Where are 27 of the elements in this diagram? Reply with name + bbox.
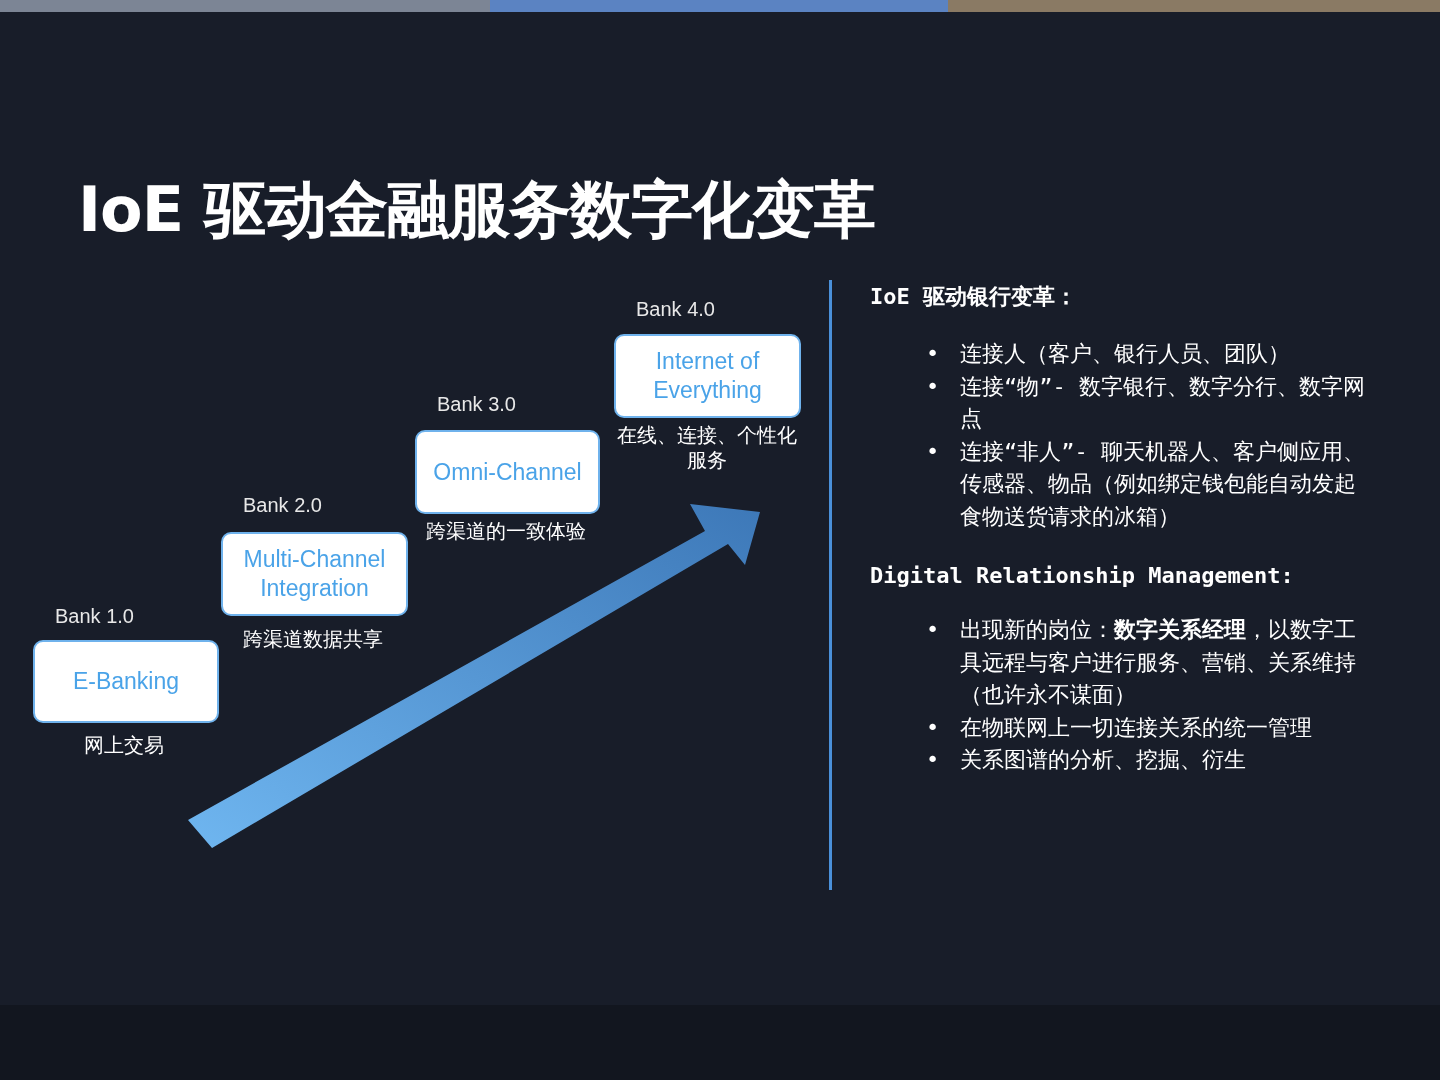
stage-box: Omni-Channel [415,430,600,514]
bullet-text: 在物联网上一切连接关系的统一管理 [960,714,1312,740]
stage-label: Bank 4.0 [636,298,715,321]
stage-caption: 网上交易 [83,733,165,758]
bullet-marker: • [926,713,940,742]
stage-label: Bank 2.0 [243,494,322,517]
bullet-text: 连接“物”- 数字银行、数字分行、数字网点 [960,373,1365,431]
stage-label: Bank 3.0 [437,393,516,416]
bullet-text: 关系图谱的分析、挖掘、衍生 [960,747,1246,772]
slide-title: IoE 驱动金融服务数字化变革 [78,172,875,248]
stage-caption: 跨渠道的一致体验 [424,519,587,544]
bullet-text: 出现新的岗位：数字关系经理，以数字工具远程与客户进行服务、营销、关系维持（也许永不谋面） [960,617,1356,707]
stage-box: Internet of Everything [614,334,801,418]
stage-box: E-Banking [33,640,219,723]
bullet-marker: • [926,746,940,774]
section-heading: Digital Relationship Management: [870,563,1295,588]
stage-box: Multi-Channel Integration [221,532,408,616]
bullet-marker: • [926,616,940,644]
bullet-marker: • [926,372,940,401]
stage-caption: 在线、连接、个性化服务 [616,423,798,473]
bullet-marker: • [926,437,940,466]
bullet-marker: • [926,340,940,368]
section-heading: IoE 驱动银行变革： [870,283,1078,311]
stage-label: Bank 1.0 [55,605,134,628]
stage-caption: 跨渠道数据共享 [241,627,384,652]
bullet-text: 连接人（客户、银行人员、团队） [960,341,1290,366]
bullet-text: 连接“非人”- 聊天机器人、客户侧应用、传感器、物品（例如绑定钱包能自动发起食物送货请求的冰箱） [960,438,1365,529]
